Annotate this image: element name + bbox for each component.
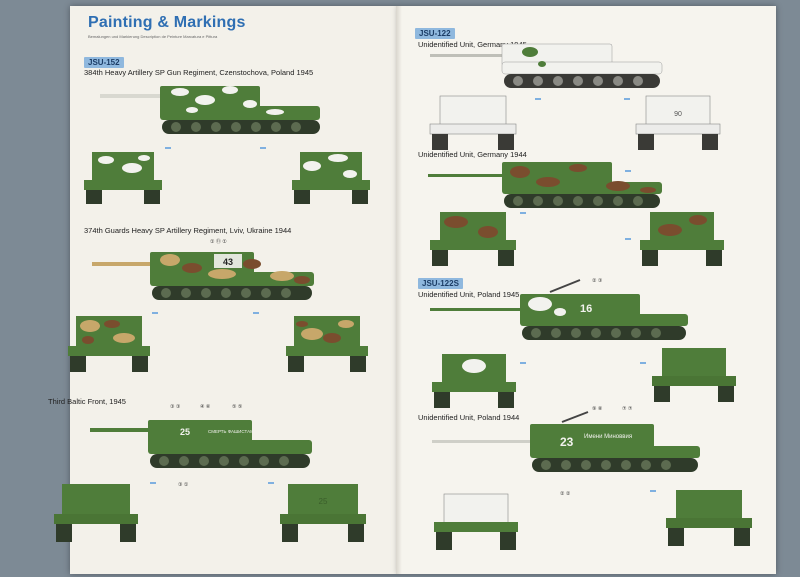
tank-profile-winter-camo [100,86,320,134]
decal-ref-l3d: ③ ① [178,482,189,488]
callout-mark [625,170,631,172]
decal-ref-l3a: ③ ③ [170,404,181,410]
tank-profile-jsu122s-2: 23 Имени Миноввия [432,411,700,472]
tank-front-jsu122s-2 [434,493,518,550]
callout-mark [650,490,656,492]
tank-profile-white-winter [430,43,663,88]
callout-mark [268,482,274,484]
tank-rear-jsu122s-2 [666,490,752,546]
decal-ref-l2: ① ⑪ ① [210,239,227,245]
badge-jsu122s: JSU-122S [418,278,463,289]
callout-mark [520,362,526,364]
decal-ref-r3: ② ③ [592,278,603,284]
callout-mark [260,147,266,149]
caption-right-4: Unidentified Unit, Poland 1944 [418,413,520,422]
page-subtitle: Bemalungen und Markierung Description de… [88,34,218,39]
tank-profile-jsu122s-1: 16 [430,279,688,340]
decal-ref-l3c: ⑤ ⑤ [232,404,243,410]
tank-rear-three-tone [286,316,368,372]
rear-number: 25 [319,497,328,506]
tank-rear-brown-green [640,212,724,266]
decal-ref-r4b: ⑦ ⑦ [622,406,633,412]
slogan-text-r4: Имени Миноввия [584,434,632,440]
callout-mark [152,312,158,314]
turret-number-43: 43 [223,257,233,267]
tank-front-jsu122s-1 [432,354,516,408]
tank-rear-green: 25 [280,484,366,542]
tank-front-white [429,95,517,150]
callout-mark [535,98,541,100]
decal-ref-l3b: ④ ⑥ [200,404,211,410]
caption-right-3: Unidentified Unit, Poland 1945 [418,290,520,299]
page-title: Painting & Markings [88,14,246,31]
turret-number-23: 23 [560,435,574,449]
slogan-text: СМЕРТЬ ФАШИСТАМ [208,429,254,434]
caption-right-1: Unidentified Unit, Germany 1945 [418,40,527,49]
badge-jsu152: JSU-152 [84,57,124,68]
tank-profile-three-tone: 43 [92,252,314,300]
badge-jsu122: JSU-122 [415,28,455,39]
caption-left-1: 384th Heavy Artillery SP Gun Regiment, C… [84,68,314,77]
tank-front-green [54,484,138,542]
booklet-spine [396,6,402,574]
callout-mark [625,238,631,240]
decal-ref-r4c: ② ② [560,491,571,497]
turret-number-25: 25 [180,427,190,437]
tank-front-winter [84,152,162,204]
callout-mark [624,98,630,100]
rear-number-90: 90 [674,111,682,118]
tank-profile-green-slogan: 25 СМЕРТЬ ФАШИСТАМ [90,420,312,468]
caption-right-2: Unidentified Unit, Germany 1944 [418,150,527,159]
caption-left-2: 374th Guards Heavy SP Artillery Regiment… [84,226,292,235]
tank-front-brown-green [430,212,516,266]
decal-ref-r4a: ⑨ ⑧ [592,406,603,412]
caption-left-3: Third Baltic Front, 1945 [48,397,126,406]
tank-rear-white: 90 [635,95,721,150]
callout-mark [253,312,259,314]
tank-profile-brown-green [428,162,662,208]
callout-mark [520,212,526,214]
turret-number-16: 16 [580,303,592,315]
tank-front-three-tone [68,316,150,372]
callout-mark [165,147,171,149]
tank-rear-winter [292,152,370,204]
callout-mark [150,482,156,484]
tank-rear-jsu122s-1 [652,348,736,402]
callout-mark [640,362,646,364]
